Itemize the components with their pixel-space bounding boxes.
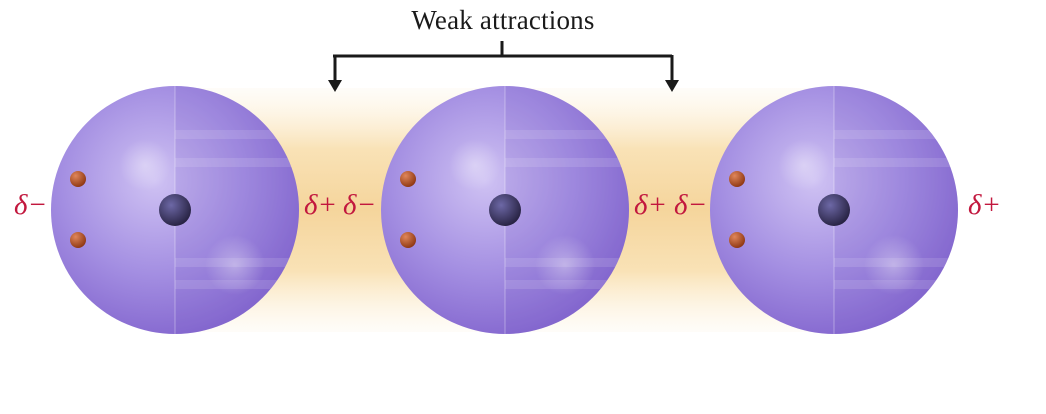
charge-label-atom3-right: δ+ xyxy=(968,189,1002,221)
nucleus xyxy=(159,194,191,226)
atom-3 xyxy=(710,86,958,334)
charge-label-atom3-left: δ− xyxy=(674,189,708,221)
electron xyxy=(70,171,86,187)
atom-2 xyxy=(381,86,629,334)
electron xyxy=(70,232,86,248)
charge-label-atom2-left: δ− xyxy=(343,189,377,221)
nucleus xyxy=(489,194,521,226)
diagram-title: Weak attractions xyxy=(411,5,595,35)
electron xyxy=(400,171,416,187)
nucleus xyxy=(818,194,850,226)
charge-label-atom1-right: δ+ xyxy=(304,189,338,221)
electron xyxy=(400,232,416,248)
atom-1 xyxy=(51,86,299,334)
bracket-icon xyxy=(333,41,674,82)
electron xyxy=(729,232,745,248)
charge-label-atom1-left: δ− xyxy=(14,189,48,221)
electron xyxy=(729,171,745,187)
arrow-left-icon xyxy=(328,80,342,92)
charge-label-atom2-right: δ+ xyxy=(634,189,668,221)
arrow-right-icon xyxy=(665,80,679,92)
